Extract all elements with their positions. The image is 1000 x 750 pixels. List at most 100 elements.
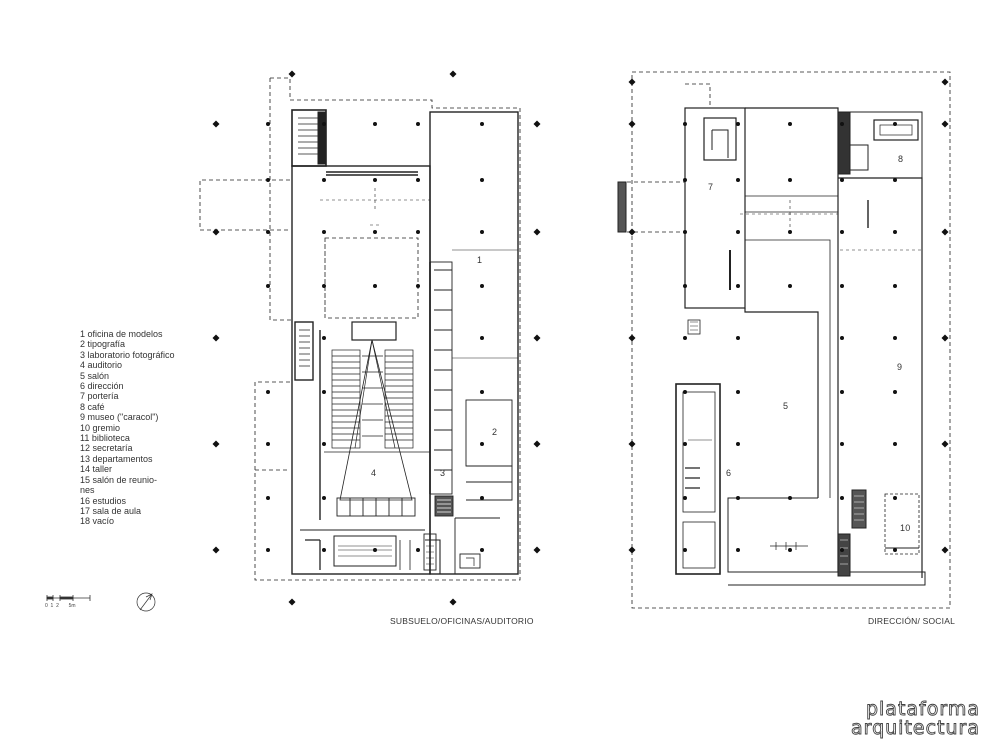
room-label-7: 7 bbox=[708, 182, 714, 192]
column-dot bbox=[322, 548, 326, 552]
room-label-9: 9 bbox=[897, 362, 903, 372]
legend-item: 10 gremio bbox=[80, 422, 121, 433]
column-dot bbox=[373, 178, 377, 182]
legend-item: 13 departamentos bbox=[80, 453, 153, 464]
legend-item: 15 salón de reunio- bbox=[80, 474, 158, 485]
column-dot bbox=[736, 496, 740, 500]
legend-item: 3 laboratorio fotográfico bbox=[80, 349, 175, 360]
column-dot bbox=[266, 496, 270, 500]
column-dot bbox=[322, 284, 326, 288]
column-dot bbox=[736, 390, 740, 394]
column-dot bbox=[840, 548, 844, 552]
cafe-block bbox=[837, 111, 923, 179]
column-dot bbox=[373, 284, 377, 288]
column-dot bbox=[322, 178, 326, 182]
room-label-8: 8 bbox=[898, 154, 904, 164]
column-diamond bbox=[212, 546, 220, 554]
column-dot bbox=[893, 284, 897, 288]
column-dot bbox=[736, 284, 740, 288]
left-dashed-outline bbox=[199, 77, 521, 581]
column-dot bbox=[480, 122, 484, 126]
column-dot bbox=[683, 284, 687, 288]
column-dot bbox=[373, 122, 377, 126]
left-plan-caption: SUBSUELO/OFICINAS/AUDITORIO bbox=[390, 616, 534, 626]
column-diamond bbox=[212, 228, 220, 236]
column-dot bbox=[322, 122, 326, 126]
legend-item: 7 portería bbox=[80, 391, 119, 402]
column-dot bbox=[683, 442, 687, 446]
legend-item: 4 auditorio bbox=[80, 360, 123, 371]
column-dot bbox=[416, 548, 420, 552]
column-dot bbox=[373, 548, 377, 552]
column-dot bbox=[416, 122, 420, 126]
legend-item: 18 vacío bbox=[80, 516, 115, 527]
column-dot bbox=[893, 548, 897, 552]
watermark-line-2: arquitectura bbox=[850, 717, 980, 739]
column-dot bbox=[736, 548, 740, 552]
gremio-room bbox=[884, 493, 920, 555]
column-diamond bbox=[449, 598, 457, 606]
legend-item: 9 museo ("caracol") bbox=[80, 412, 159, 423]
column-dot bbox=[683, 390, 687, 394]
auditorium-stage-box bbox=[351, 321, 397, 341]
column-diamond bbox=[449, 70, 457, 78]
column-dot bbox=[322, 496, 326, 500]
right-north-room bbox=[684, 107, 746, 309]
legend-item: 8 café bbox=[80, 401, 105, 412]
right-plan-caption: DIRECCIÓN/ SOCIAL bbox=[868, 616, 955, 626]
column-dot bbox=[266, 548, 270, 552]
right-plan bbox=[617, 71, 951, 609]
column-dot bbox=[373, 230, 377, 234]
column-dot bbox=[840, 230, 844, 234]
column-dot bbox=[683, 548, 687, 552]
left-plan bbox=[199, 77, 521, 581]
column-dot bbox=[416, 230, 420, 234]
legend-item: nes bbox=[80, 485, 95, 496]
column-diamond bbox=[533, 440, 541, 448]
left-bottom-stair bbox=[423, 533, 481, 571]
column-dot bbox=[893, 122, 897, 126]
room-label-10: 10 bbox=[900, 523, 911, 533]
column-dot bbox=[893, 390, 897, 394]
room-label-5: 5 bbox=[783, 401, 789, 411]
column-dot bbox=[840, 122, 844, 126]
auditorium-front-rooms bbox=[336, 497, 416, 517]
column-diamond bbox=[212, 440, 220, 448]
column-dot bbox=[266, 230, 270, 234]
column-diamond bbox=[941, 546, 949, 554]
column-dot bbox=[480, 442, 484, 446]
column-dot bbox=[322, 336, 326, 340]
direction-block bbox=[675, 383, 721, 575]
legend-item: 5 salón bbox=[80, 370, 110, 381]
left-mid-stair bbox=[294, 321, 314, 381]
column-dot bbox=[683, 178, 687, 182]
column-dot bbox=[840, 442, 844, 446]
column-dot bbox=[736, 122, 740, 126]
room-label-3: 3 bbox=[440, 468, 446, 478]
column-diamond bbox=[212, 120, 220, 128]
column-diamond bbox=[628, 546, 636, 554]
column-dot bbox=[840, 336, 844, 340]
column-diamond bbox=[941, 78, 949, 86]
room-label-1: 1 bbox=[477, 255, 483, 265]
legend-item: 6 dirección bbox=[80, 381, 124, 392]
column-dot bbox=[788, 122, 792, 126]
column-diamond bbox=[288, 598, 296, 606]
right-dashed-outline bbox=[620, 71, 951, 609]
column-dot bbox=[788, 496, 792, 500]
legend-item: 2 tipografía bbox=[80, 339, 126, 350]
column-dot bbox=[683, 336, 687, 340]
room-label-6: 6 bbox=[726, 468, 732, 478]
legend-item: 1 oficina de modelos bbox=[80, 329, 163, 339]
auditorium-seating bbox=[331, 349, 414, 449]
room-label-2: 2 bbox=[492, 427, 498, 437]
column-dot bbox=[840, 390, 844, 394]
column-dot bbox=[480, 496, 484, 500]
column-dot bbox=[266, 284, 270, 288]
watermark-line-1: plataforma bbox=[865, 698, 980, 720]
column-dot bbox=[266, 442, 270, 446]
legend-item: 14 taller bbox=[80, 464, 113, 475]
column-diamond bbox=[628, 334, 636, 342]
column-dot bbox=[683, 230, 687, 234]
